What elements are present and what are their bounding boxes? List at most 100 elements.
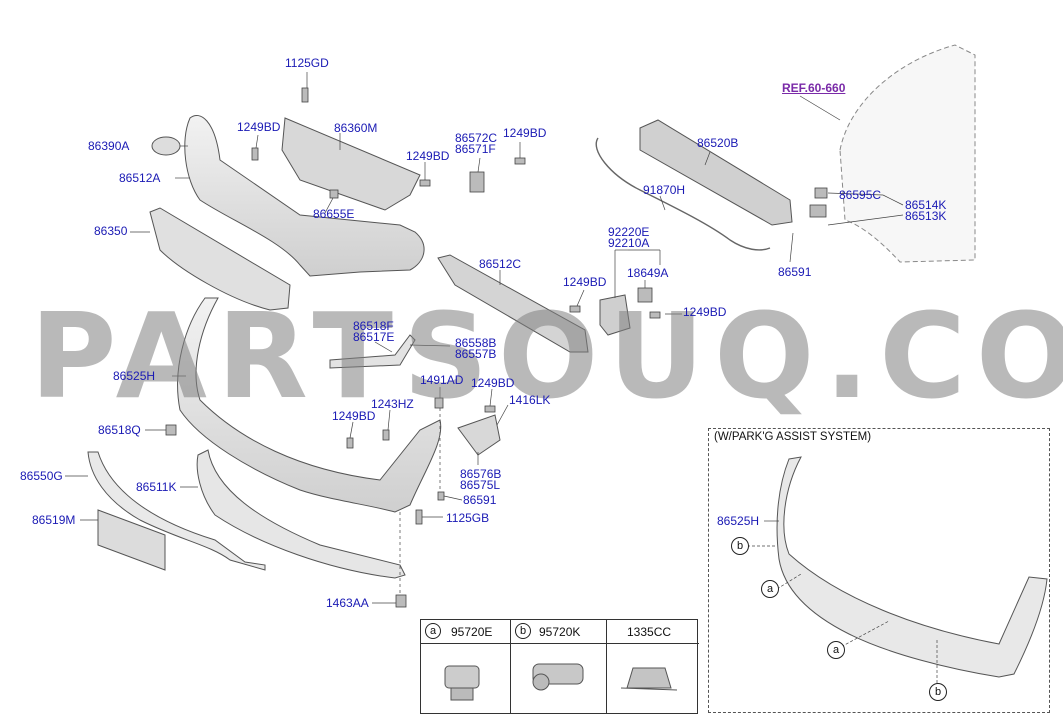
clip-1463AA [395,594,407,608]
legend-circle-b: b [515,623,531,639]
label-92210A[interactable]: 92210A [608,236,650,250]
label-1249BD-b[interactable]: 1249BD [406,149,450,163]
legend-cell-3[interactable]: 1335CC [607,620,699,713]
bolt-1249BD-a [251,147,259,161]
bumper-cover-86525H [177,297,442,513]
upper-cover-86512A [184,114,425,277]
label-ref-60-660[interactable]: REF.60-660 [782,81,846,95]
lower-trim-86511K [196,449,406,579]
inset-callout-a-left: a [761,580,779,598]
label-92220E[interactable]: 92220E [608,225,650,239]
fender-outline [839,44,976,263]
label-86655E[interactable]: 86655E [313,207,355,221]
bracket-18649A [637,287,653,303]
grille-frame-86360M [281,117,421,211]
label-1249BD-f[interactable]: 1249BD [471,376,515,390]
label-91870H[interactable]: 91870H [643,183,686,197]
label-86571F[interactable]: 86571F [455,142,496,156]
label-86575L[interactable]: 86575L [460,478,501,492]
sensor-holder-icon [532,663,584,691]
clip-86518Q [165,424,177,436]
label-86557B[interactable]: 86557B [455,347,497,361]
label-86360M[interactable]: 86360M [334,121,378,135]
label-86512A[interactable]: 86512A [119,171,161,185]
legend-table: a 95720E b 95720K 1335CC [420,619,699,714]
label-86512C[interactable]: 86512C [479,257,522,271]
label-86591-top[interactable]: 86591 [778,265,812,279]
label-86572C[interactable]: 86572C [455,131,498,145]
label-86514K[interactable]: 86514K [905,198,947,212]
bracket-86572C [469,171,485,193]
bolt-1125GB [415,509,423,525]
inset-callout-b-upper: b [731,537,749,555]
nut-1491AD [434,397,444,409]
inset-park-assist: (W/PARK'G ASSIST SYSTEM) 86525H b a a b [708,428,1050,713]
inset-title: (W/PARK'G ASSIST SYSTEM) [714,431,872,443]
label-86518Q[interactable]: 86518Q [98,423,141,437]
sensor-icon [444,665,480,701]
inset-callout-b-lower: b [929,683,947,701]
bolt-1249BD-b [419,179,431,187]
lower-grille-86512C [437,254,589,353]
moulding-86518F [329,334,416,369]
bolt-1249BD-g [346,437,354,449]
label-1125GB[interactable]: 1125GB [446,511,490,525]
bracket-86576B [457,414,501,456]
absorber-86520B [639,119,793,226]
legend-part-95720E: 95720E [451,625,493,639]
legend-part-1335CC: 1335CC [627,625,672,639]
label-1463AA[interactable]: 1463AA [326,596,369,610]
wiring-91870H [595,137,771,251]
label-1249BD-a[interactable]: 1249BD [237,120,281,134]
legend-circle-a: a [425,623,441,639]
label-1416LK[interactable]: 1416LK [509,393,551,407]
label-86517E[interactable]: 86517E [353,330,395,344]
label-86513K[interactable]: 86513K [905,209,947,223]
bolt-1243HZ [382,429,390,441]
label-1491AD[interactable]: 1491AD [420,373,464,387]
label-86595C[interactable]: 86595C [839,188,882,202]
legend-cell-2[interactable]: b 95720K [511,620,607,713]
inset-artwork [747,456,1048,683]
label-1249BD-e[interactable]: 1249BD [683,305,727,319]
screw-86591 [437,491,445,501]
lip-86550G [87,451,266,571]
label-1249BD-d[interactable]: 1249BD [563,275,607,289]
bolt-1249BD-c [514,157,526,165]
label-86558B[interactable]: 86558B [455,336,497,350]
inset-callout-a-lower: a [827,641,845,659]
label-86520B[interactable]: 86520B [697,136,739,150]
label-1125GD[interactable]: 1125GD [285,56,329,70]
sensor-bracket-86514K [809,204,827,218]
clip-86655E [329,189,339,199]
label-1243HZ[interactable]: 1243HZ [371,397,414,411]
label-86350[interactable]: 86350 [94,224,128,238]
label-86390A[interactable]: 86390A [88,139,130,153]
fog-lamp-92220E [599,294,631,336]
bolt-1249BD-e [649,311,661,319]
license-bracket-86519M [97,509,166,571]
grille-mesh-86350 [149,207,291,311]
inset-label-86525H[interactable]: 86525H [717,514,760,528]
label-86519M[interactable]: 86519M [32,513,76,527]
legend-cell-1[interactable]: a 95720E [421,620,511,713]
label-18649A[interactable]: 18649A [627,266,669,280]
label-1249BD-g[interactable]: 1249BD [332,409,376,423]
label-86550G[interactable]: 86550G [20,469,63,483]
inset-bumper-shape [776,456,1048,678]
label-86576B[interactable]: 86576B [460,467,502,481]
label-86525H[interactable]: 86525H [113,369,156,383]
label-86511K[interactable]: 86511K [136,480,177,494]
legend-part-95720K: 95720K [539,625,581,639]
bolt-1249BD-f [484,405,496,413]
emblem-86390A [151,136,181,156]
sensor-86595C [814,187,828,199]
bolt-1249BD-d [569,305,581,313]
clip-icon [620,667,678,691]
label-1249BD-c[interactable]: 1249BD [503,126,547,140]
label-86518F[interactable]: 86518F [353,319,394,333]
label-86591-bottom[interactable]: 86591 [463,493,497,507]
bolt-1125GD [301,87,309,103]
